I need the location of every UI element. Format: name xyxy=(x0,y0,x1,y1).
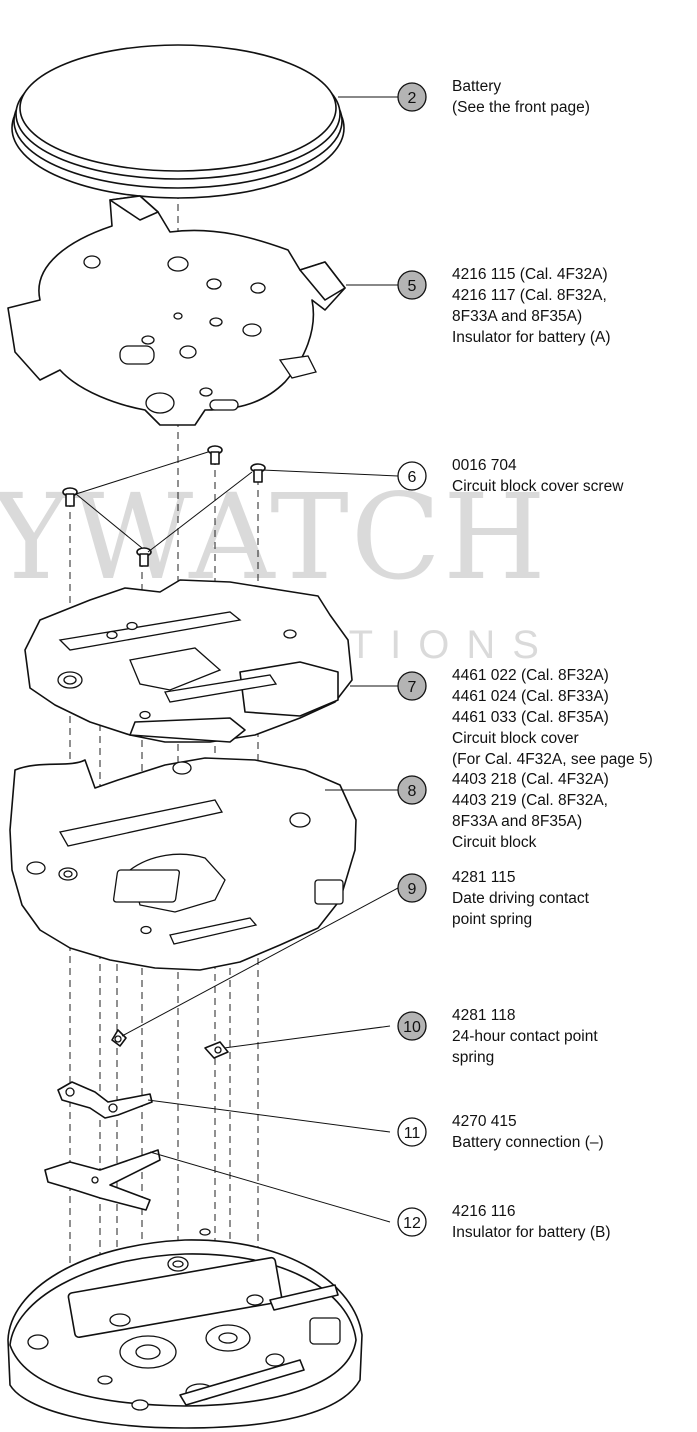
watermark-main: YWATCH xyxy=(0,468,548,606)
callout-circle xyxy=(397,461,427,491)
spring-10 xyxy=(204,1041,229,1059)
insulator-a xyxy=(7,195,346,426)
insulator-b xyxy=(44,1149,161,1211)
callout-text-line: 8F33A and 8F35A) xyxy=(452,308,582,325)
battery-connection xyxy=(57,1081,153,1119)
callout-text-line: Circuit block xyxy=(452,834,537,851)
callout-circle xyxy=(397,873,427,903)
callout-text-line: Date driving contact xyxy=(452,890,590,907)
callout-2: 2 Battery (See the front page) xyxy=(397,78,590,116)
callout-number: 9 xyxy=(408,881,417,898)
callout-circle xyxy=(397,775,427,805)
callout-number: 7 xyxy=(408,679,417,696)
callout-number: 11 xyxy=(404,1125,421,1142)
callout-5: 5 4216 115 (Cal. 4F32A) 4216 117 (Cal. 8F3… xyxy=(397,266,611,346)
callout-text-line: Insulator for battery (B) xyxy=(452,1224,611,1241)
screw-4 xyxy=(250,463,266,483)
callout-text-line: Battery connection (–) xyxy=(452,1134,604,1151)
callout-text-line: 4281 115 xyxy=(452,869,516,886)
callout-text-line: 4461 033 (Cal. 8F35A) xyxy=(452,709,609,726)
callout-text-line: 4270 415 xyxy=(452,1113,517,1130)
screw-3 xyxy=(207,445,223,465)
callout-circle xyxy=(397,270,427,300)
callout-text-line: 4216 115 (Cal. 4F32A) xyxy=(452,266,608,283)
callout-text-line: Insulator for battery (A) xyxy=(452,329,611,346)
spring-9 xyxy=(111,1029,127,1047)
callout-text-line: spring xyxy=(452,1049,494,1066)
callout-text-line: 4461 024 (Cal. 8F33A) xyxy=(452,688,609,705)
leader-lines xyxy=(75,96,399,1223)
callout-text-line: point spring xyxy=(452,911,532,928)
screws xyxy=(62,445,266,567)
callout-text-line: Battery xyxy=(452,78,501,95)
callout-text-line: (See the front page) xyxy=(452,99,590,116)
callout-number: 6 xyxy=(408,469,417,486)
callout-number: 10 xyxy=(403,1019,421,1036)
callout-text-line: 8F33A and 8F35A) xyxy=(452,813,582,830)
callout-text-line: Circuit block cover screw xyxy=(452,478,624,495)
callout-circle xyxy=(397,82,427,112)
callout-text-line: 4403 218 (Cal. 4F32A) xyxy=(452,771,609,788)
callout-text-line: 4216 116 xyxy=(452,1203,516,1220)
callout-text-line: 24-hour contact point xyxy=(452,1028,598,1045)
callout-text-line: (For Cal. 4F32A, see page 5) xyxy=(452,751,653,768)
circuit-block xyxy=(9,757,357,971)
callout-circle xyxy=(397,1011,427,1041)
callout-circle xyxy=(397,1207,427,1237)
callout-circle xyxy=(397,671,427,701)
movement xyxy=(7,1228,363,1429)
callout-text-line: 4403 219 (Cal. 8F32A, xyxy=(452,792,608,809)
callout-number: 12 xyxy=(403,1215,421,1232)
callout-circle xyxy=(397,1117,427,1147)
circuit-block-cover xyxy=(24,579,353,743)
callout-number: 8 xyxy=(408,783,417,800)
callout-text-line: 4216 117 (Cal. 8F32A, xyxy=(452,287,607,304)
callout-8: 8 4403 218 (Cal. 4F32A) 4403 219 (Cal. 8F3… xyxy=(397,771,609,851)
callout-text-line: 4281 118 xyxy=(452,1007,516,1024)
callout-text-line: Circuit block cover xyxy=(452,730,579,747)
screw-1 xyxy=(62,487,78,507)
callout-text-line: 0016 704 xyxy=(452,457,517,474)
callouts: 2 Battery (See the front page) 5 4216 115 (C… xyxy=(397,78,653,1241)
callout-7: 7 4461 022 (Cal. 8F32A) 4461 024 (Cal. 8F3… xyxy=(397,667,653,768)
callout-number: 5 xyxy=(408,278,417,295)
callout-number: 2 xyxy=(408,90,417,107)
battery xyxy=(11,44,345,199)
screw-2 xyxy=(136,547,152,567)
callout-10: 10 4281 118 24-hour contact point spring xyxy=(397,1007,598,1066)
callout-text-line: 4461 022 (Cal. 8F32A) xyxy=(452,667,609,684)
